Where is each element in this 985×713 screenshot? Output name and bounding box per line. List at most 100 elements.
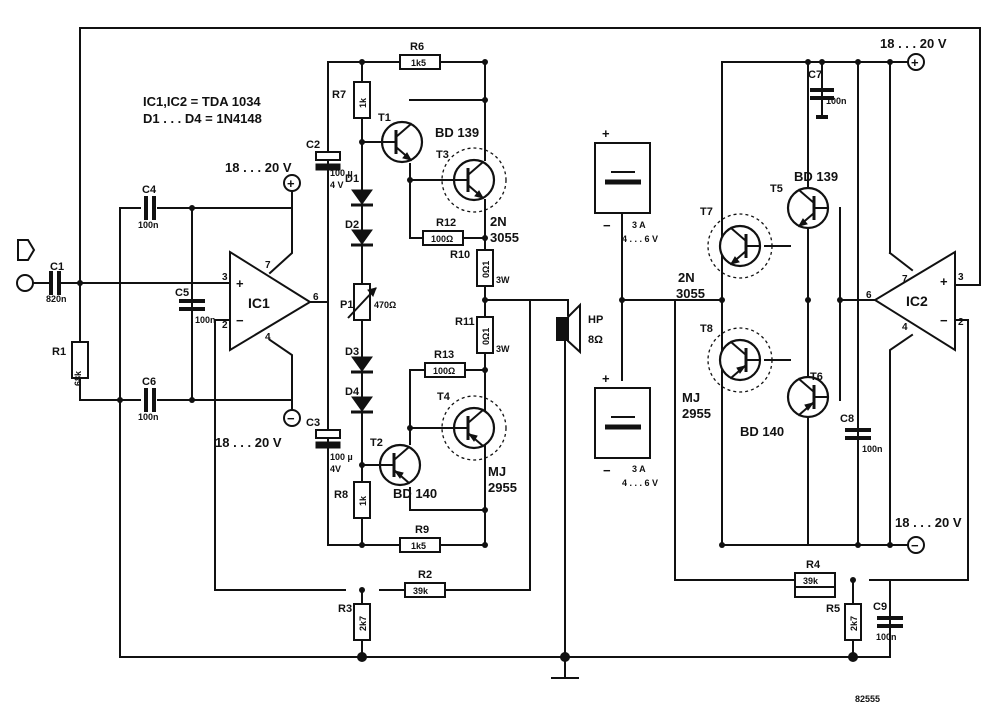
svg-text:C7: C7 [808, 69, 822, 81]
svg-text:3: 3 [222, 272, 228, 283]
svg-text:2955: 2955 [488, 480, 517, 495]
svg-text:0Ω1: 0Ω1 [481, 328, 491, 345]
resistor-r5: R5 2k7 [826, 603, 862, 641]
svg-text:R12: R12 [436, 217, 456, 229]
svg-text:−: − [911, 538, 919, 553]
svg-text:3055: 3055 [676, 286, 705, 301]
svg-text:3 A: 3 A [632, 464, 646, 474]
capacitor-c7: C7 100n [808, 69, 847, 119]
svg-text:R3: R3 [338, 603, 352, 615]
svg-text:6: 6 [866, 290, 872, 301]
svg-text:R10: R10 [450, 249, 470, 261]
diode-d4: D4 [345, 386, 375, 414]
svg-text:3 A: 3 A [632, 220, 646, 230]
battery-top: + − 3 A 4 . . . 6 V [594, 126, 658, 244]
speaker-hp: HP 8Ω [556, 302, 603, 355]
opamp-ic2: IC2 + − 7 3 6 4 2 [866, 250, 964, 352]
svg-text:C5: C5 [175, 287, 189, 299]
svg-text:4 . . . 6 V: 4 . . . 6 V [622, 478, 658, 488]
resistor-r11: R11 0Ω1 3W [455, 316, 510, 354]
svg-text:4: 4 [265, 332, 271, 343]
potentiometer-p1: P1 470Ω [340, 283, 396, 321]
svg-text:R9: R9 [415, 524, 429, 536]
resistor-r1: R1 68k [52, 341, 89, 386]
resistor-r12: R12 100Ω [422, 217, 464, 246]
svg-text:C6: C6 [142, 376, 156, 388]
svg-text:2955: 2955 [682, 406, 711, 421]
svg-text:2: 2 [958, 317, 964, 328]
svg-text:3055: 3055 [490, 230, 519, 245]
capacitor-c4: C4 100n [138, 184, 159, 230]
transistor-t1: T1 BD 139 [378, 112, 479, 164]
svg-text:8Ω: 8Ω [588, 334, 603, 346]
svg-text:R11: R11 [455, 316, 475, 328]
svg-text:IC2: IC2 [906, 293, 928, 309]
opamp-ic1: IC1 + − 3 2 6 7 4 [222, 250, 319, 352]
svg-text:2N: 2N [678, 270, 695, 285]
input-arrow-icon [17, 239, 36, 261]
svg-text:100n: 100n [138, 220, 159, 230]
capacitor-c5: C5 100n [175, 287, 216, 325]
svg-text:68k: 68k [73, 370, 83, 386]
svg-text:4: 4 [902, 322, 908, 333]
svg-text:T6: T6 [810, 371, 823, 383]
svg-text:−: − [940, 313, 948, 328]
supply-ic1-negative: − 18 . . . 20 V [215, 409, 301, 450]
svg-text:R4: R4 [806, 559, 821, 571]
svg-text:T8: T8 [700, 323, 713, 335]
resistor-r6: R6 1k5 [399, 41, 441, 70]
svg-text:−: − [287, 411, 295, 426]
svg-text:C9: C9 [873, 601, 887, 613]
svg-text:100 µ: 100 µ [330, 168, 353, 178]
svg-text:BD 139: BD 139 [435, 125, 479, 140]
svg-text:T7: T7 [700, 206, 713, 218]
capacitor-c8: C8 100n [840, 413, 883, 454]
svg-text:D3: D3 [345, 346, 359, 358]
svg-text:+: + [940, 274, 948, 289]
svg-text:T2: T2 [370, 437, 383, 449]
svg-text:7: 7 [265, 260, 271, 271]
svg-text:100n: 100n [138, 412, 159, 422]
svg-text:R13: R13 [434, 349, 454, 361]
svg-text:2N: 2N [490, 214, 507, 229]
svg-text:R7: R7 [332, 89, 346, 101]
svg-text:18 . . . 20 V: 18 . . . 20 V [880, 36, 947, 51]
svg-text:1k: 1k [358, 495, 368, 506]
svg-text:−: − [236, 313, 244, 328]
svg-text:7: 7 [902, 274, 908, 285]
svg-text:MJ: MJ [488, 464, 506, 479]
svg-text:3: 3 [958, 272, 964, 283]
transistor-t7: T7 2N 3055 [676, 206, 773, 301]
svg-text:18 . . . 20 V: 18 . . . 20 V [225, 160, 292, 175]
supply-ic2-positive: + 18 . . . 20 V [880, 36, 947, 71]
svg-text:2k7: 2k7 [849, 616, 859, 631]
svg-text:IC1: IC1 [248, 295, 270, 311]
transistor-t8: T8 MJ 2955 [682, 323, 773, 421]
transistor-t2: T2 BD 140 [370, 437, 437, 501]
diode-d3: D3 [345, 346, 375, 374]
svg-text:BD 140: BD 140 [740, 424, 784, 439]
svg-text:4V: 4V [330, 464, 341, 474]
input-jack[interactable] [16, 239, 36, 292]
svg-text:D1: D1 [345, 173, 359, 185]
svg-text:3W: 3W [496, 275, 510, 285]
svg-text:6: 6 [313, 292, 319, 303]
resistor-r13: R13 100Ω [424, 349, 466, 378]
svg-text:R5: R5 [826, 603, 840, 615]
svg-text:+: + [911, 55, 919, 70]
svg-text:C3: C3 [306, 417, 320, 429]
svg-text:3W: 3W [496, 344, 510, 354]
svg-text:T4: T4 [437, 391, 451, 403]
capacitor-c6: C6 100n [138, 376, 159, 422]
svg-text:R6: R6 [410, 41, 424, 53]
svg-text:C2: C2 [306, 139, 320, 151]
svg-text:4 V: 4 V [330, 180, 344, 190]
svg-text:T1: T1 [378, 112, 391, 124]
svg-text:+: + [287, 176, 295, 191]
svg-text:100n: 100n [876, 632, 897, 642]
svg-text:+: + [602, 371, 610, 386]
svg-text:R2: R2 [418, 569, 432, 581]
svg-text:100Ω: 100Ω [433, 366, 455, 376]
ic-type-note: IC1,IC2 = TDA 1034 [143, 94, 261, 109]
transistor-t3: T3 2N 3055 [436, 147, 519, 245]
